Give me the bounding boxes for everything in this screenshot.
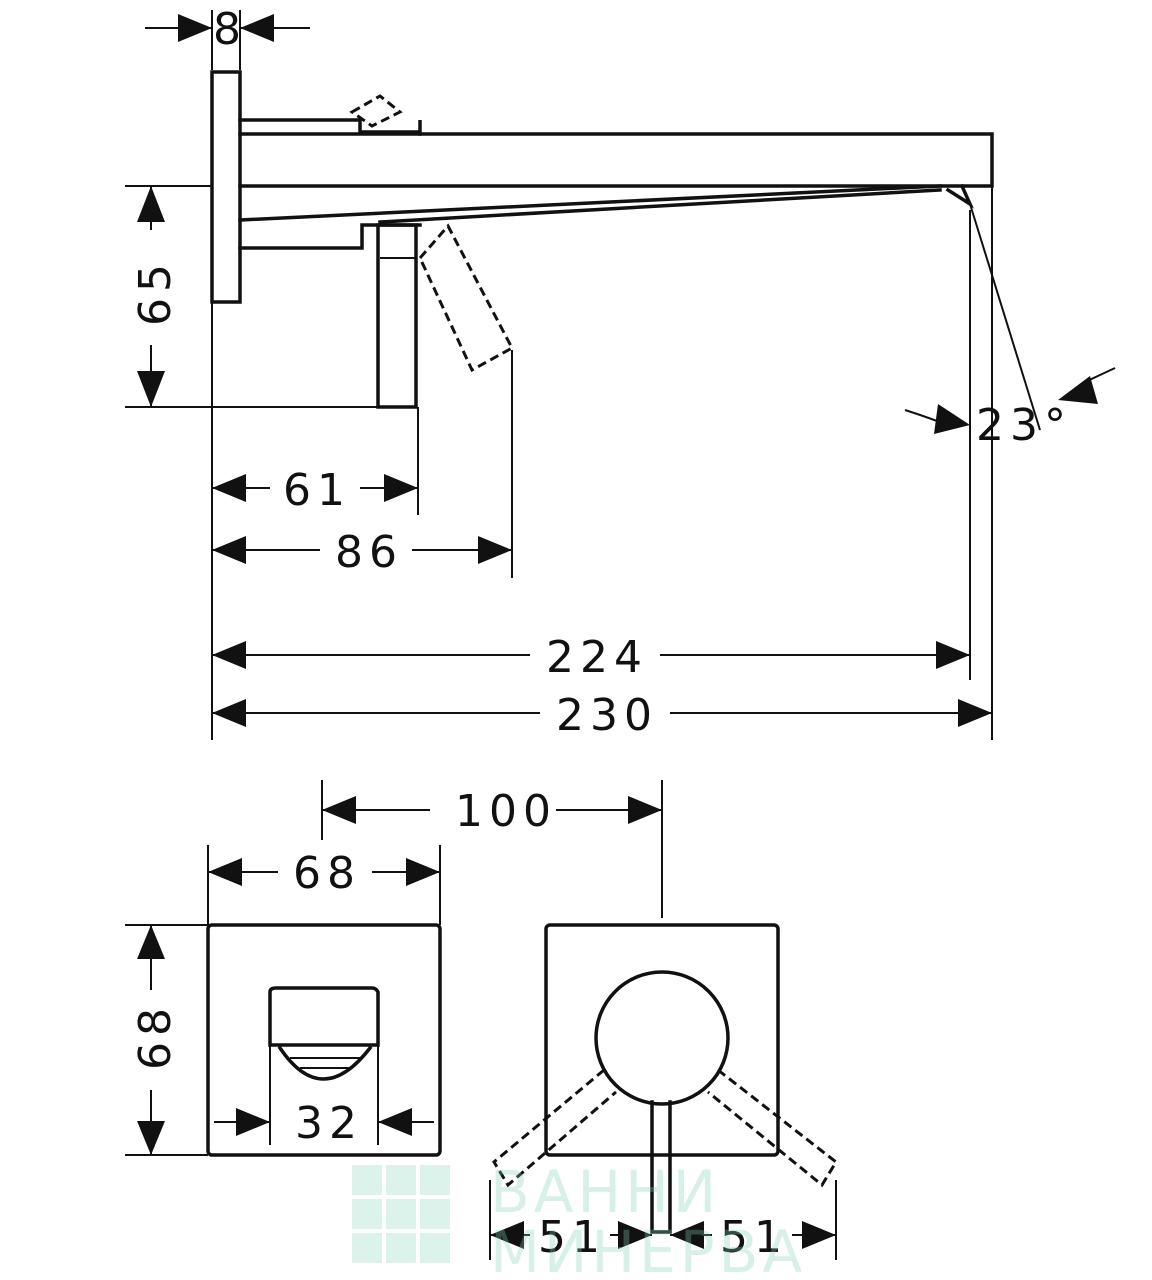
- lever-rotated-left: [492, 1068, 617, 1188]
- arrow: [322, 796, 356, 824]
- dim-100: 100: [455, 786, 557, 837]
- watermark-logo-icon: [352, 1165, 450, 1263]
- spout-body: [238, 118, 994, 222]
- spout-plate: [206, 923, 442, 1157]
- front-dimension-lines: [125, 780, 837, 1260]
- lever-rotated-lower: [418, 223, 515, 373]
- arrow: [137, 1121, 165, 1155]
- arrow: [802, 1221, 836, 1249]
- arrow: [236, 1108, 270, 1136]
- arrow: [212, 699, 246, 727]
- angle-ray: [969, 203, 1041, 431]
- lever-handle: [376, 223, 418, 409]
- arrow: [478, 536, 512, 564]
- dim-8: 8: [213, 4, 247, 55]
- dim-68-height: 68: [130, 1002, 181, 1070]
- arrow: [137, 186, 165, 222]
- watermark-line1: ВАННИ: [490, 1158, 720, 1226]
- spout-underside: [378, 188, 942, 224]
- dim-61: 61: [283, 465, 351, 516]
- mixer-knob: [594, 970, 730, 1106]
- arrow: [212, 536, 246, 564]
- arrow: [378, 1108, 412, 1136]
- front-view: [206, 923, 838, 1234]
- arrow: [384, 474, 418, 502]
- dim-68-width: 68: [293, 848, 361, 899]
- dim-51-left: 51: [538, 1212, 606, 1263]
- dim-86: 86: [335, 527, 403, 578]
- side-view: [210, 70, 994, 409]
- arrow: [936, 641, 970, 669]
- dim-230: 230: [556, 690, 658, 741]
- lever-rotated-top: [349, 94, 403, 128]
- arrow: [212, 641, 246, 669]
- arrow: [958, 699, 992, 727]
- watermark: ВАННИ МИНЕРВА: [352, 1158, 806, 1280]
- arrow: [406, 858, 440, 886]
- arrow: [618, 1221, 652, 1249]
- lever-rotated-right: [707, 1068, 838, 1188]
- side-dimension-lines: [125, 10, 1116, 740]
- arrow: [178, 14, 212, 42]
- lower-body: [238, 223, 422, 250]
- arrow: [212, 474, 246, 502]
- dim-65: 65: [130, 258, 181, 326]
- dim-224: 224: [546, 632, 648, 683]
- wall-plate: [210, 70, 242, 304]
- arrow: [240, 14, 274, 42]
- mixer-plate: [544, 923, 780, 1157]
- spout-tip: [945, 183, 974, 209]
- dim-32: 32: [295, 1098, 363, 1149]
- spout-curve: [277, 1045, 373, 1081]
- watermark-line2: МИНЕРВА: [490, 1218, 806, 1280]
- arrow: [934, 404, 970, 434]
- arrow: [1058, 376, 1098, 404]
- spout-outlet: [268, 986, 380, 1047]
- arrow: [137, 371, 165, 407]
- arrow: [208, 858, 242, 886]
- dim-angle-23: 23°: [976, 400, 1072, 451]
- arrow: [137, 925, 165, 959]
- arrow: [490, 1221, 524, 1249]
- arrow: [628, 796, 662, 824]
- dim-51-right: 51: [720, 1212, 788, 1263]
- mixer-lever: [650, 1100, 672, 1234]
- arrow: [670, 1221, 704, 1249]
